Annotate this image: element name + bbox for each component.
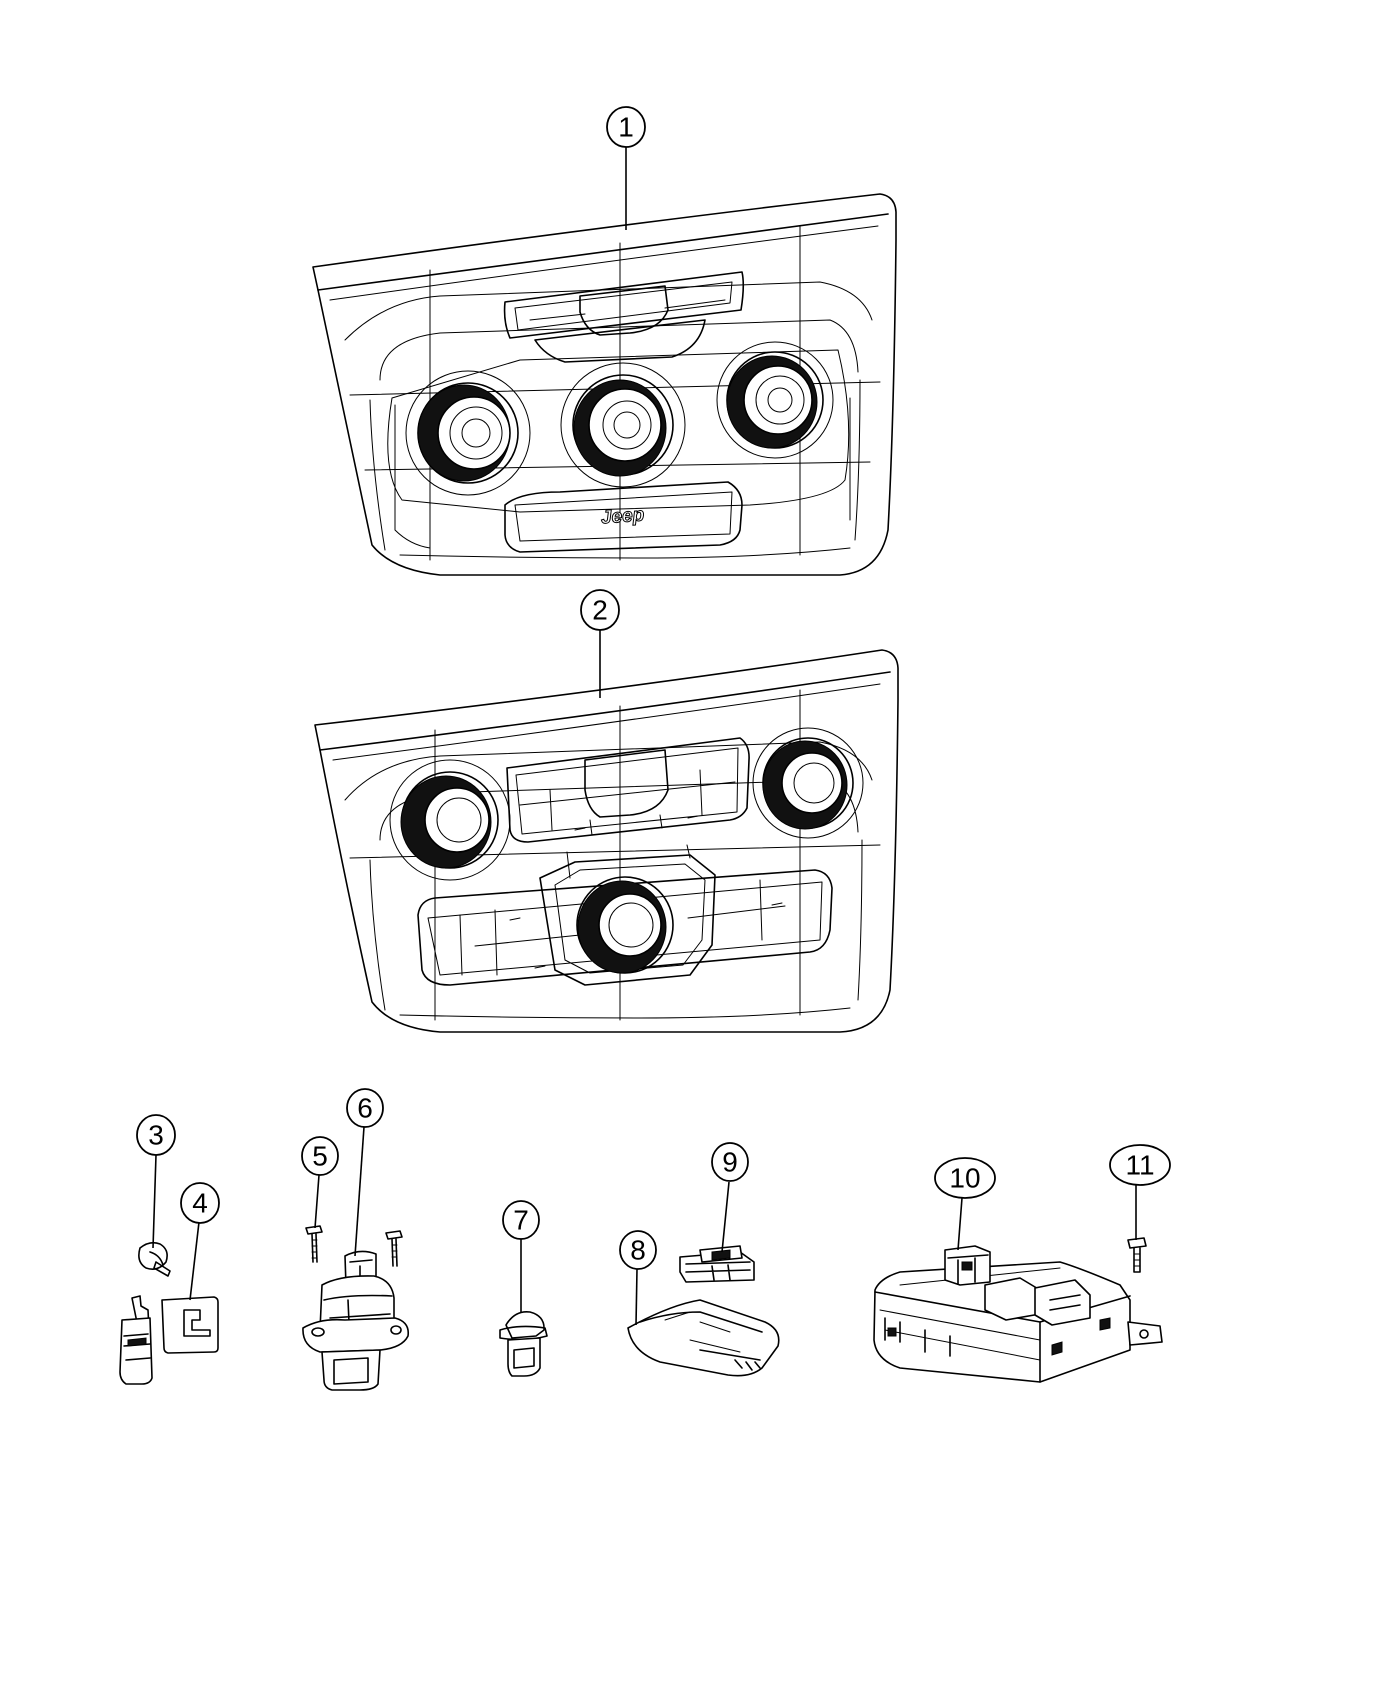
callout-7-label: 7 [513, 1205, 529, 1236]
part-11-bolt[interactable] [1127, 1237, 1147, 1273]
part-5-bolts[interactable] [305, 1225, 403, 1267]
callout-5: 5 [301, 1136, 339, 1229]
callout-4: 4 [180, 1182, 220, 1301]
callout-6: 6 [346, 1088, 384, 1257]
knob-right-1 [716, 341, 834, 459]
callout-2-label: 2 [592, 595, 608, 626]
part-10-module[interactable] [873, 1245, 1163, 1383]
part-6-switch-housing[interactable] [302, 1250, 410, 1391]
part-7-sensor[interactable] [499, 1310, 548, 1377]
climate-control-panel-upper[interactable]: Jeep [312, 193, 897, 576]
callout-1-label: 1 [618, 112, 634, 143]
callout-11-label: 11 [1125, 1150, 1154, 1181]
knob-left-2 [389, 759, 511, 881]
callout-11: 11 [1109, 1144, 1171, 1240]
knob-left-1 [405, 370, 531, 496]
part-9-switch[interactable] [679, 1245, 755, 1283]
callout-7: 7 [502, 1200, 540, 1312]
callout-10-label: 10 [949, 1163, 980, 1194]
part-8-cover[interactable] [627, 1299, 780, 1377]
callout-9-label: 9 [722, 1147, 738, 1178]
callout-3-label: 3 [148, 1120, 164, 1151]
callout-2: 2 [580, 589, 620, 698]
callout-4-label: 4 [192, 1188, 208, 1219]
callout-9: 9 [711, 1142, 749, 1253]
callout-6-label: 6 [357, 1093, 373, 1124]
callout-5-label: 5 [312, 1141, 328, 1172]
climate-control-panel-lower[interactable] [314, 649, 899, 1033]
knob-right-2 [752, 727, 864, 839]
logo-text: Jeep [600, 505, 645, 529]
callout-8: 8 [619, 1230, 657, 1326]
part-3-clip[interactable] [138, 1241, 171, 1277]
knob-center-2 [576, 876, 674, 974]
callout-1: 1 [606, 106, 646, 230]
callout-3: 3 [136, 1114, 176, 1249]
callout-8-label: 8 [630, 1235, 646, 1266]
knob-center-1 [560, 362, 686, 488]
part-4-sensor[interactable] [119, 1295, 219, 1385]
callout-10: 10 [934, 1157, 996, 1251]
